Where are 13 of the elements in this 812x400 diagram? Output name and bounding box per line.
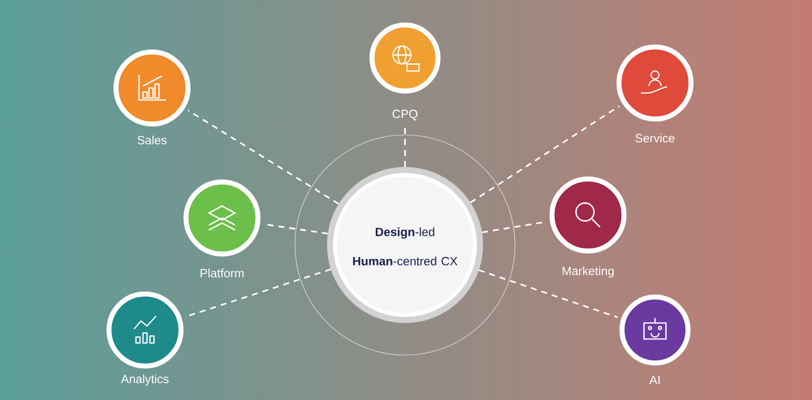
connector-line <box>470 105 620 204</box>
node-label: CPQ <box>392 110 418 120</box>
node-label: Marketing <box>562 266 614 278</box>
connector-line <box>478 269 618 318</box>
connector-line <box>404 128 406 167</box>
node-label: Analytics <box>121 374 169 386</box>
hub-text: Design-led <box>376 227 434 239</box>
node-label: Sales <box>138 136 167 144</box>
node-label: AI <box>649 376 660 384</box>
node-label: Service <box>636 134 674 142</box>
hub-text: Human-centred CX <box>353 256 458 266</box>
connector-line <box>188 110 340 205</box>
node-label: Platform <box>200 268 244 278</box>
